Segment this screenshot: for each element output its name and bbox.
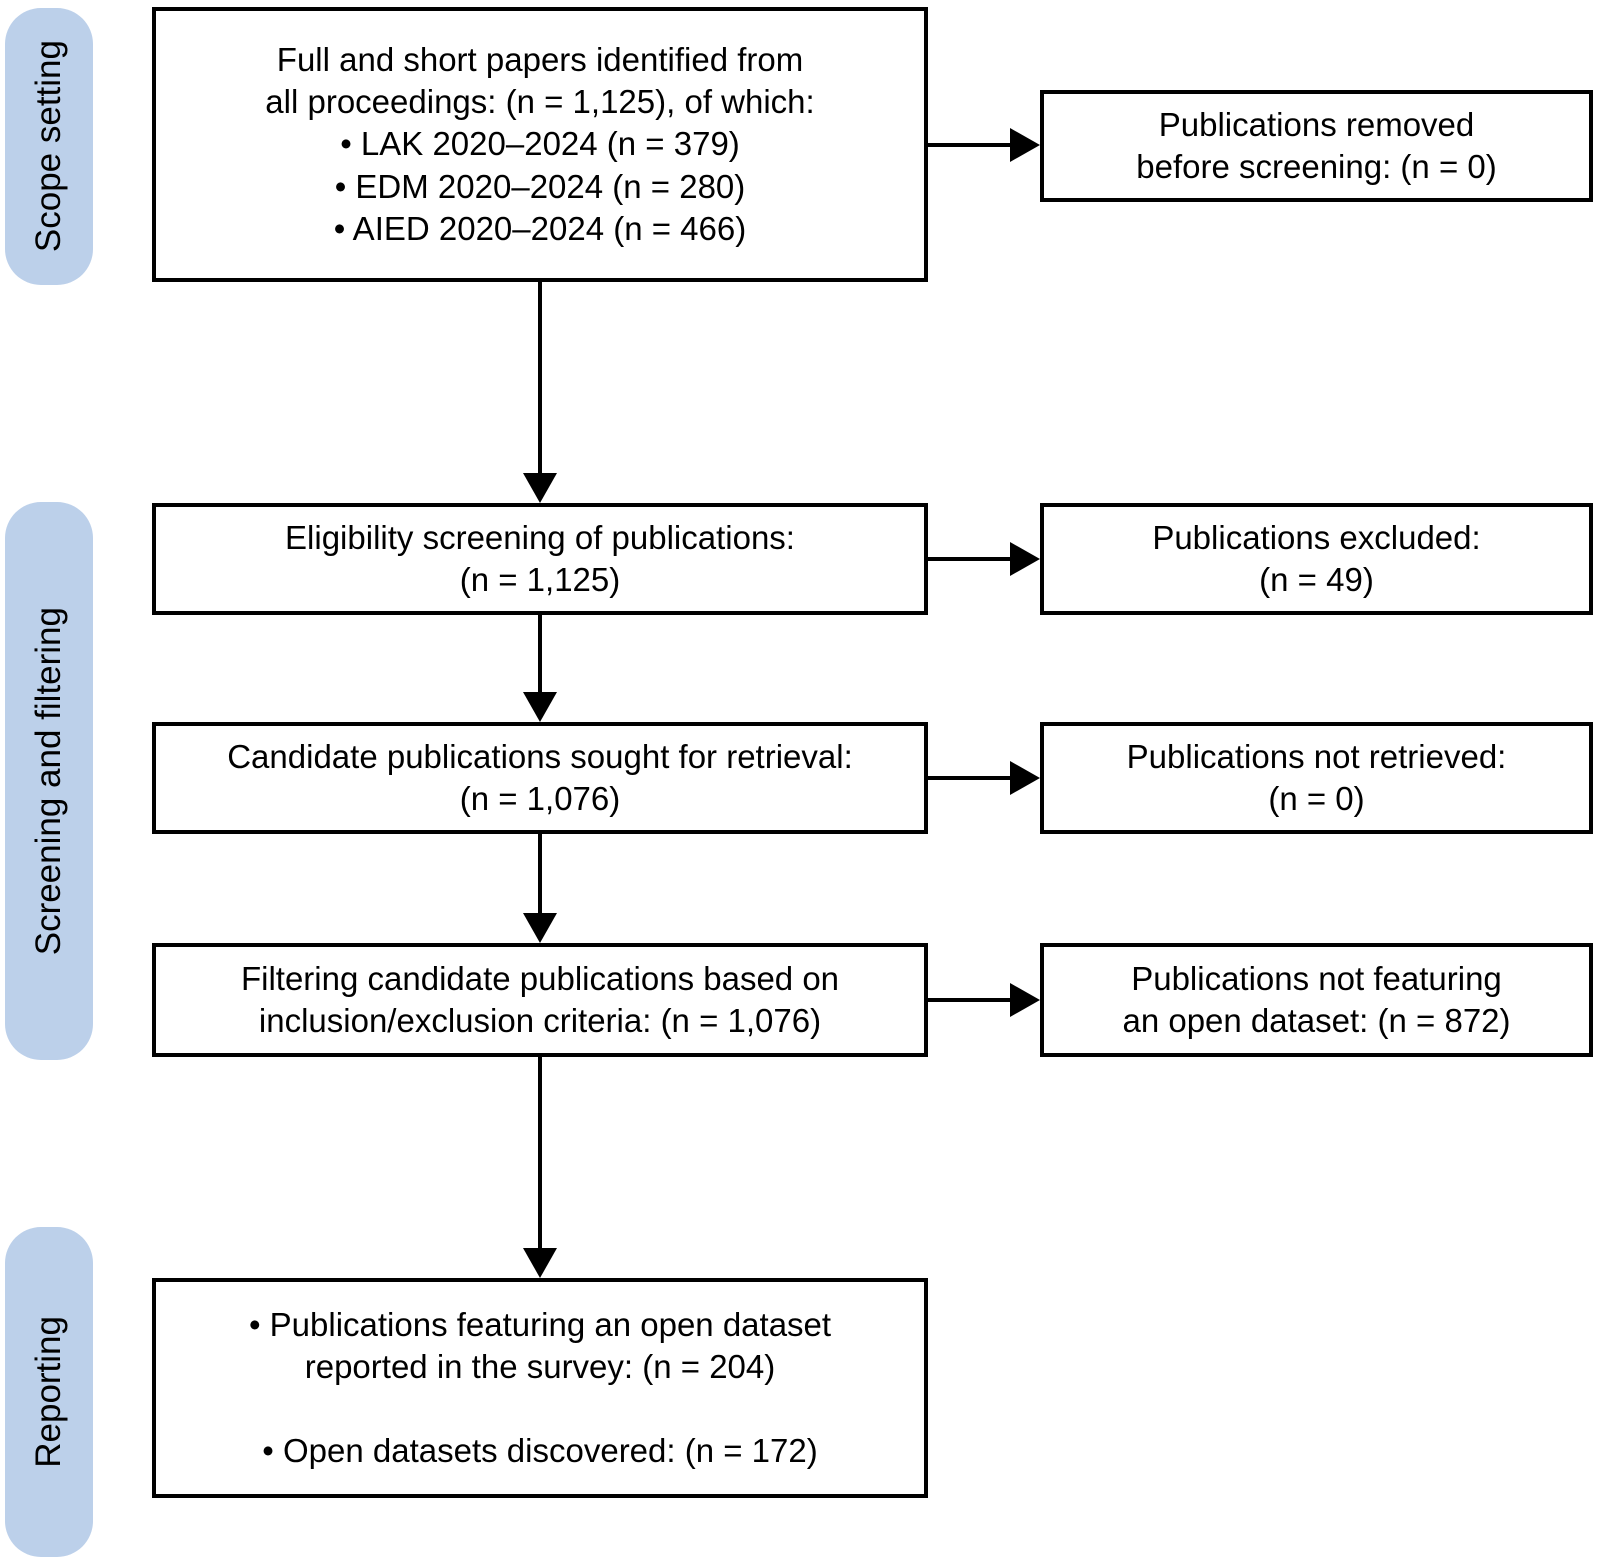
- box-removed-before-screening: Publications removed before screening: (…: [1040, 90, 1593, 202]
- arrow-eligibility-to-excluded-head-icon: [1010, 542, 1040, 576]
- filtering-line: inclusion/exclusion criteria: (n = 1,076…: [258, 1002, 822, 1039]
- identification-bullet-edm: • EDM 2020–2024 (n = 280): [334, 167, 746, 205]
- box-reporting-results: • Publications featuring an open dataset…: [152, 1278, 928, 1498]
- box-eligibility-screening: Eligibility screening of publications: (…: [152, 503, 928, 615]
- retrieval-count: (n = 1,076): [459, 780, 621, 817]
- arrow-retrieval-to-not-retrieved-line: [928, 776, 1010, 780]
- stage-label-scope-setting: Scope setting: [29, 40, 68, 253]
- stage-label-reporting: Reporting: [29, 1316, 68, 1468]
- removed-count: before screening: (n = 0): [1136, 148, 1497, 185]
- arrow-filtering-to-no-open-dataset-line: [928, 998, 1010, 1002]
- stage-pill-screening-and-filtering: Screening and filtering: [5, 502, 93, 1060]
- identification-bullet-aied: • AIED 2020–2024 (n = 466): [333, 209, 747, 247]
- arrow-filtering-to-reporting-head-icon: [523, 1248, 557, 1278]
- arrow-eligibility-to-retrieval-head-icon: [523, 692, 557, 722]
- box-filtering: Filtering candidate publications based o…: [152, 943, 928, 1057]
- not-retrieved-count: (n = 0): [1268, 780, 1365, 817]
- stage-label-screening-and-filtering: Screening and filtering: [29, 606, 68, 956]
- retrieval-line: Candidate publications sought for retrie…: [227, 737, 853, 775]
- excluded-count: (n = 49): [1259, 561, 1374, 598]
- arrow-identification-to-removed-line: [928, 143, 1010, 147]
- reporting-bullet-publications: • Publications featuring an open dataset: [248, 1305, 832, 1343]
- reporting-bullet-publications-wrap: reported in the survey: (n = 204): [304, 1347, 776, 1385]
- stage-pill-reporting: Reporting: [5, 1227, 93, 1557]
- arrow-identification-to-eligibility-head-icon: [523, 473, 557, 503]
- arrow-retrieval-to-not-retrieved-head-icon: [1010, 761, 1040, 795]
- eligibility-count: (n = 1,125): [459, 561, 621, 598]
- box-not-featuring-open-dataset: Publications not featuring an open datas…: [1040, 943, 1593, 1057]
- excluded-line: Publications excluded:: [1152, 518, 1481, 556]
- identification-line: all proceedings: (n = 1,125), of which:: [265, 83, 815, 121]
- arrow-retrieval-to-filtering-head-icon: [523, 913, 557, 943]
- arrow-filtering-to-reporting-line: [538, 1057, 542, 1248]
- filtering-line: Filtering candidate publications based o…: [240, 959, 840, 997]
- no-open-dataset-line: an open dataset: (n = 872): [1122, 1002, 1511, 1039]
- eligibility-line: Eligibility screening of publications:: [285, 518, 795, 556]
- not-retrieved-line: Publications not retrieved:: [1126, 737, 1507, 775]
- no-open-dataset-line: Publications not featuring: [1131, 959, 1502, 997]
- arrow-identification-to-eligibility-line: [538, 282, 542, 473]
- arrow-filtering-to-no-open-dataset-head-icon: [1010, 983, 1040, 1017]
- stage-pill-scope-setting: Scope setting: [5, 8, 93, 285]
- identification-bullet-lak: • LAK 2020–2024 (n = 379): [340, 125, 740, 163]
- arrow-eligibility-to-retrieval-line: [538, 615, 542, 692]
- arrow-identification-to-removed-head-icon: [1010, 128, 1040, 162]
- removed-line: Publications removed: [1158, 105, 1475, 143]
- arrow-eligibility-to-excluded-line: [928, 557, 1010, 561]
- box-not-retrieved: Publications not retrieved: (n = 0): [1040, 722, 1593, 834]
- box-identification: Full and short papers identified from al…: [152, 7, 928, 282]
- identification-line: Full and short papers identified from: [276, 40, 804, 78]
- reporting-bullet-datasets: • Open datasets discovered: (n = 172): [262, 1432, 818, 1470]
- arrow-retrieval-to-filtering-line: [538, 834, 542, 913]
- box-retrieval: Candidate publications sought for retrie…: [152, 722, 928, 834]
- box-excluded: Publications excluded: (n = 49): [1040, 503, 1593, 615]
